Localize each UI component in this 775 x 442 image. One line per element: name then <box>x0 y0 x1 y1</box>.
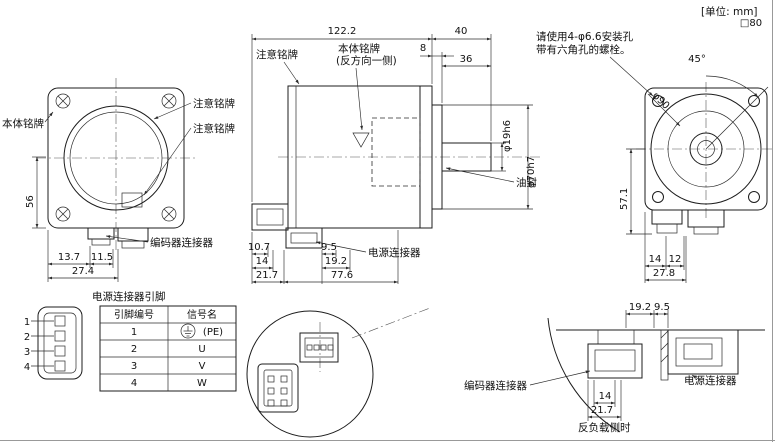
power-pin-section: 电源连接器引脚 1 2 3 4 引脚编号 信号名 <box>24 290 237 392</box>
label-body-nameplate-side: 本体铭牌 <box>338 42 380 55</box>
power-connector-face <box>37 306 83 380</box>
unit-note: [单位: mm] <box>701 5 758 18</box>
pin-row-1-pin: 1 <box>131 327 137 338</box>
dim-12: 12 <box>669 254 682 265</box>
dim-9-5-anti: 9.5 <box>654 302 670 313</box>
anti-load-power-connector <box>660 329 739 381</box>
pin-callout-2: 2 <box>24 332 30 343</box>
pin-row-1-signal: (PE) <box>203 327 223 338</box>
dim-9-5-side: 9.5 <box>321 242 337 253</box>
dim-8: 8 <box>420 43 426 54</box>
dim-45deg: 45° <box>688 54 706 65</box>
label-caution-nameplate-1: 注意铭牌 <box>193 97 235 110</box>
label-mounting-note-2: 带有六角孔的螺栓。 <box>536 43 631 56</box>
connector-detail-view <box>246 307 431 438</box>
dim-14-rear: 14 <box>649 254 662 265</box>
detail-power-connector <box>299 332 339 363</box>
dim-19-2-side: 19.2 <box>325 256 347 267</box>
dim-13-7: 13.7 <box>58 252 80 263</box>
dim-40: 40 <box>455 26 468 37</box>
label-encoder-connector-front: 编码器连接器 <box>150 236 213 249</box>
label-body-nameplate-front: 本体铭牌 <box>2 117 44 130</box>
reverse-side-nameplate <box>371 117 421 187</box>
rear-dim-57-1-lines <box>626 148 652 235</box>
dim-77-6: 77.6 <box>331 270 353 281</box>
dim-11-5: 11.5 <box>91 252 113 263</box>
dim-14-side: 14 <box>256 256 269 267</box>
front-flange-outline <box>47 87 185 229</box>
dim-shaft-dia: φ19h6 <box>502 120 513 152</box>
anti-load-bottom-dim-lines <box>587 380 622 421</box>
pin-row-2-pin: 2 <box>131 344 137 355</box>
side-bottom-dim-lines <box>251 230 399 284</box>
corner-screws <box>55 93 177 222</box>
dim-57-1: 57.1 <box>619 188 630 210</box>
shaft-hole-circle <box>689 132 723 166</box>
label-mounting-note-1: 请使用4-φ6.6安装孔 <box>536 30 634 43</box>
side-encoder-connector <box>251 203 289 231</box>
pin-callout-1: 1 <box>24 317 30 328</box>
dim-122-2: 122.2 <box>328 26 357 37</box>
rear-bottom-dim-lines <box>644 212 687 283</box>
pin-table-header-pin: 引脚编号 <box>114 308 154 321</box>
detail-encoder-connector <box>257 363 299 413</box>
dim-19-2-anti: 19.2 <box>629 302 651 313</box>
shaft <box>441 142 492 172</box>
front-power-connector <box>117 227 149 249</box>
dim-21-7-anti: 21.7 <box>591 405 613 416</box>
pin-table: 引脚编号 信号名 1 (PE) 2 U 3 V 4 W <box>99 305 237 392</box>
side-power-connector <box>285 227 323 249</box>
rear-view: 45° φ90 □80 请使用4-φ6.6安装孔 带有六角孔的螺栓。 57.1 <box>536 18 772 283</box>
front-view: 56 13.7 11.5 27.4 本体铭牌 注意铭牌 注意铭牌 编码器连接器 <box>2 78 235 282</box>
anti-load-encoder-connector <box>587 330 643 379</box>
dim-10-7: 10.7 <box>248 242 270 253</box>
rear-power-connector <box>687 209 725 235</box>
detail-bubble <box>246 310 374 438</box>
dim-27-4: 27.4 <box>72 266 94 277</box>
pin-row-4-pin: 4 <box>131 378 137 389</box>
ground-icon <box>180 323 196 339</box>
dim-14-anti: 14 <box>599 391 612 402</box>
label-encoder-connector-anti: 编码器连接器 <box>464 379 527 392</box>
label-reverse-side-note: (反方向一侧) <box>336 54 397 67</box>
label-oil-seal: 油封 <box>516 176 537 189</box>
side-view: 122.2 40 8 36 φ19h6 φ70h7 油封 <box>248 26 542 284</box>
front-body-circle <box>63 105 169 211</box>
anti-load-top-dim-lines <box>625 310 669 328</box>
anti-load-side-view: 19.2 9.5 14 21.7 反负载侧时 编码器连接器 电源连接器 <box>464 302 765 434</box>
label-power-connector-anti: 电源连接器 <box>684 374 737 387</box>
pin-row-4-signal: W <box>197 378 207 389</box>
dim-27-8: 27.8 <box>653 268 675 279</box>
body-circle <box>650 93 762 205</box>
shaft-dia-dim-lines <box>442 104 533 210</box>
pin-callout-3: 3 <box>24 347 30 358</box>
dim-56: 56 <box>25 195 36 208</box>
caution-plate <box>121 192 143 208</box>
dim-square-80: □80 <box>740 18 762 29</box>
dim-21-7-side: 21.7 <box>256 270 278 281</box>
pin-section-title: 电源连接器引脚 <box>92 290 166 303</box>
dim-36: 36 <box>460 54 473 65</box>
nameplate-triangle-mark <box>352 132 370 148</box>
rear-encoder-connector <box>651 209 683 234</box>
angle-arc <box>705 75 759 98</box>
front-bottom-dim-lines <box>47 230 119 282</box>
front-encoder-connector <box>87 227 115 246</box>
label-caution-nameplate-side: 注意铭牌 <box>256 48 298 61</box>
label-power-connector-side: 电源连接器 <box>368 246 421 259</box>
pin-table-header-signal: 信号名 <box>187 308 217 321</box>
pin-callout-4: 4 <box>24 362 30 373</box>
pin-callouts: 1 2 3 4 <box>24 317 54 373</box>
side-top-dim-lines <box>251 34 492 202</box>
pin-row-2-signal: U <box>198 344 205 355</box>
pin-row-3-signal: V <box>199 361 206 372</box>
label-caution-nameplate-2: 注意铭牌 <box>193 122 235 135</box>
dim-spigot-dia: φ70h7 <box>526 156 537 188</box>
front-dim-56-lines <box>32 156 46 229</box>
detail-boundary-arc <box>547 317 621 433</box>
label-anti-load-side: 反负载侧时 <box>578 421 631 434</box>
pin-row-3-pin: 3 <box>131 361 137 372</box>
